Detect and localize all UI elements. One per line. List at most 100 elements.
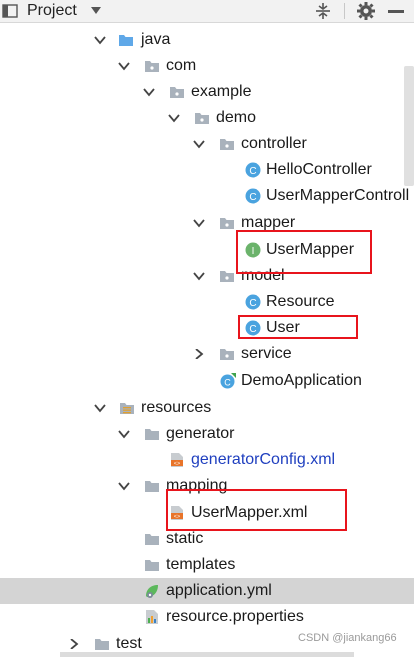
highlight-box-usermapper [236, 230, 372, 274]
tree-row-usermapper-xml[interactable]: <> UserMapper.xml [0, 500, 414, 526]
chevron-right-icon[interactable] [193, 349, 205, 359]
tree-item-label: User [266, 319, 300, 336]
tree-row-demo[interactable]: demo [0, 105, 414, 131]
tree-item-label: templates [166, 556, 236, 573]
package-icon [145, 61, 159, 72]
tree-row-templates[interactable]: templates [0, 552, 414, 578]
tree-row-demoapplication[interactable]: C DemoApplication [0, 368, 414, 394]
spring-boot-class-icon: C [220, 373, 236, 389]
chevron-down-icon[interactable] [94, 403, 106, 413]
yml-file-icon [146, 585, 158, 598]
xml-file-icon: <> [171, 453, 183, 467]
tree-row-usermapper[interactable]: I UserMapper [0, 237, 414, 263]
svg-text:C: C [249, 166, 256, 177]
hide-panel-icon[interactable] [388, 10, 404, 13]
svg-text:<>: <> [174, 461, 180, 467]
package-icon [220, 139, 234, 150]
tree-row-application-yml[interactable]: application.yml [0, 578, 414, 604]
tree-item-label: UserMapper [266, 241, 355, 258]
tree-row-controller[interactable]: controller [0, 131, 414, 157]
chevron-down-icon[interactable] [193, 218, 205, 228]
package-icon [195, 113, 209, 124]
package-icon [220, 218, 234, 229]
tree-row-user[interactable]: C User [0, 315, 414, 341]
class-icon: C [245, 294, 261, 310]
watermark: CSDN @jiankang66 [298, 632, 397, 644]
svg-text:I: I [252, 246, 255, 257]
tree-item-label: UserMapperControll [266, 187, 410, 204]
tree-row-model[interactable]: model [0, 263, 414, 289]
tree-row-resource[interactable]: C Resource [0, 289, 414, 315]
tree-item-label: generator [166, 425, 235, 442]
package-icon [220, 349, 234, 360]
tree-item-label: java [141, 31, 171, 48]
chevron-down-icon[interactable] [193, 139, 205, 149]
chevron-right-icon[interactable] [68, 639, 80, 649]
chevron-down-icon[interactable] [168, 113, 180, 123]
tree-item-label: example [191, 83, 252, 100]
tree-item-label: model [241, 267, 285, 284]
tree-item-label: test [116, 635, 142, 652]
tree-row-service[interactable]: service [0, 341, 414, 367]
tree-item-label: resource.properties [166, 608, 304, 625]
class-icon: C [245, 320, 261, 336]
interface-icon: I [245, 242, 261, 258]
chevron-down-icon[interactable] [118, 61, 130, 71]
tree-row-example[interactable]: example [0, 79, 414, 105]
tree-row-resources[interactable]: resources [0, 395, 414, 421]
chevron-down-icon[interactable] [94, 35, 106, 45]
tree-item-label: resources [141, 399, 212, 416]
tree-row-usermappercontroller[interactable]: C UserMapperControll [0, 183, 414, 209]
tree-row-generatorconfig[interactable]: <> generatorConfig.xml [0, 447, 414, 473]
project-view-title[interactable]: Project [27, 2, 77, 19]
chevron-down-icon[interactable] [118, 429, 130, 439]
chevron-down-icon[interactable] [193, 271, 205, 281]
tree-item-label: generatorConfig.xml [191, 451, 336, 468]
folder-icon [145, 481, 159, 492]
tree-row-java[interactable]: java [0, 27, 414, 53]
package-icon [170, 87, 184, 98]
svg-text:<>: <> [174, 514, 180, 520]
chevron-down-icon[interactable] [91, 7, 101, 15]
class-icon: C [245, 188, 261, 204]
svg-text:C: C [249, 298, 256, 309]
folder-source-icon [119, 35, 133, 46]
tree-item-label: static [166, 530, 204, 547]
xml-file-icon: <> [171, 506, 183, 520]
tree-item-label: Resource [266, 293, 335, 310]
folder-icon [145, 429, 159, 440]
highlight-box-user [238, 315, 358, 339]
tree-item-label: mapper [241, 214, 296, 231]
tree-item-label: demo [216, 109, 257, 126]
class-icon: C [245, 162, 261, 178]
horizontal-scrollbar[interactable] [60, 652, 354, 657]
folder-icon [95, 639, 109, 650]
collapse-all-icon[interactable] [314, 2, 332, 20]
package-icon [220, 271, 234, 282]
properties-file-icon [146, 610, 158, 624]
tree-item-label: application.yml [166, 582, 272, 599]
tree-row-hellocontroller[interactable]: C HelloController [0, 157, 414, 183]
tree-item-label: UserMapper.xml [191, 504, 308, 521]
tree-row-mapper[interactable]: mapper [0, 210, 414, 236]
vertical-scrollbar[interactable] [404, 66, 414, 186]
gear-icon[interactable] [356, 1, 376, 21]
svg-text:C: C [249, 192, 256, 203]
tree-row-static[interactable]: static [0, 526, 414, 552]
svg-text:C: C [224, 378, 231, 388]
tree-row-generator[interactable]: generator [0, 421, 414, 447]
project-toolbar: Project [0, 0, 414, 23]
project-tree: java com example demo controller C Hello… [0, 22, 414, 658]
tree-item-label: HelloController [266, 161, 372, 178]
tree-row-com[interactable]: com [0, 53, 414, 79]
chevron-down-icon[interactable] [118, 481, 130, 491]
folder-icon [145, 534, 159, 545]
project-view-icon[interactable] [2, 3, 18, 19]
tree-row-resource-properties[interactable]: resource.properties [0, 604, 414, 630]
chevron-down-icon[interactable] [143, 87, 155, 97]
tree-item-label: com [166, 57, 197, 74]
folder-resources-icon [120, 403, 134, 414]
toolbar-separator [344, 3, 345, 19]
svg-text:C: C [249, 324, 256, 335]
tree-row-test[interactable]: test [0, 631, 414, 657]
